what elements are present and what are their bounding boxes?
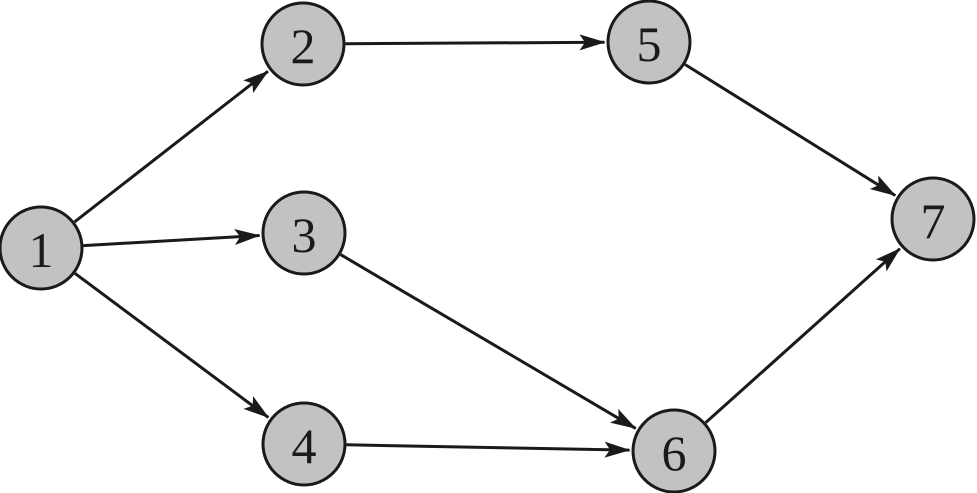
- edge-3-to-6: [339, 253, 637, 430]
- node-4: 4: [261, 401, 347, 487]
- edge-4-to-6: [346, 441, 631, 458]
- node-5-label: 5: [637, 16, 662, 72]
- node-6: 6: [631, 408, 717, 493]
- node-7: 7: [890, 176, 976, 262]
- node-7-circle: [890, 176, 976, 262]
- edge-5-to-7: [684, 63, 897, 197]
- edge-1-to-4: [74, 272, 270, 419]
- node-5: 5: [606, 0, 692, 85]
- node-2-circle: [260, 1, 346, 87]
- edge-1-to-2: [73, 70, 269, 224]
- node-7-label: 7: [921, 193, 946, 249]
- node-4-label: 4: [292, 418, 317, 474]
- edge-1-to-3: [83, 228, 261, 248]
- node-1: 1: [0, 205, 84, 291]
- node-6-label: 6: [662, 425, 687, 481]
- node-1-circle: [0, 205, 84, 291]
- node-1-label: 1: [29, 222, 54, 278]
- edge-6-to-7: [704, 247, 901, 424]
- node-3-circle: [261, 190, 347, 276]
- node-3-label: 3: [292, 207, 317, 263]
- node-5-circle: [606, 0, 692, 85]
- edges-layer: [73, 34, 901, 458]
- node-6-circle: [631, 408, 717, 493]
- node-2-label: 2: [291, 18, 316, 74]
- node-3: 3: [261, 190, 347, 276]
- edge-2-to-5: [345, 34, 606, 51]
- node-2: 2: [260, 1, 346, 87]
- node-4-circle: [261, 401, 347, 487]
